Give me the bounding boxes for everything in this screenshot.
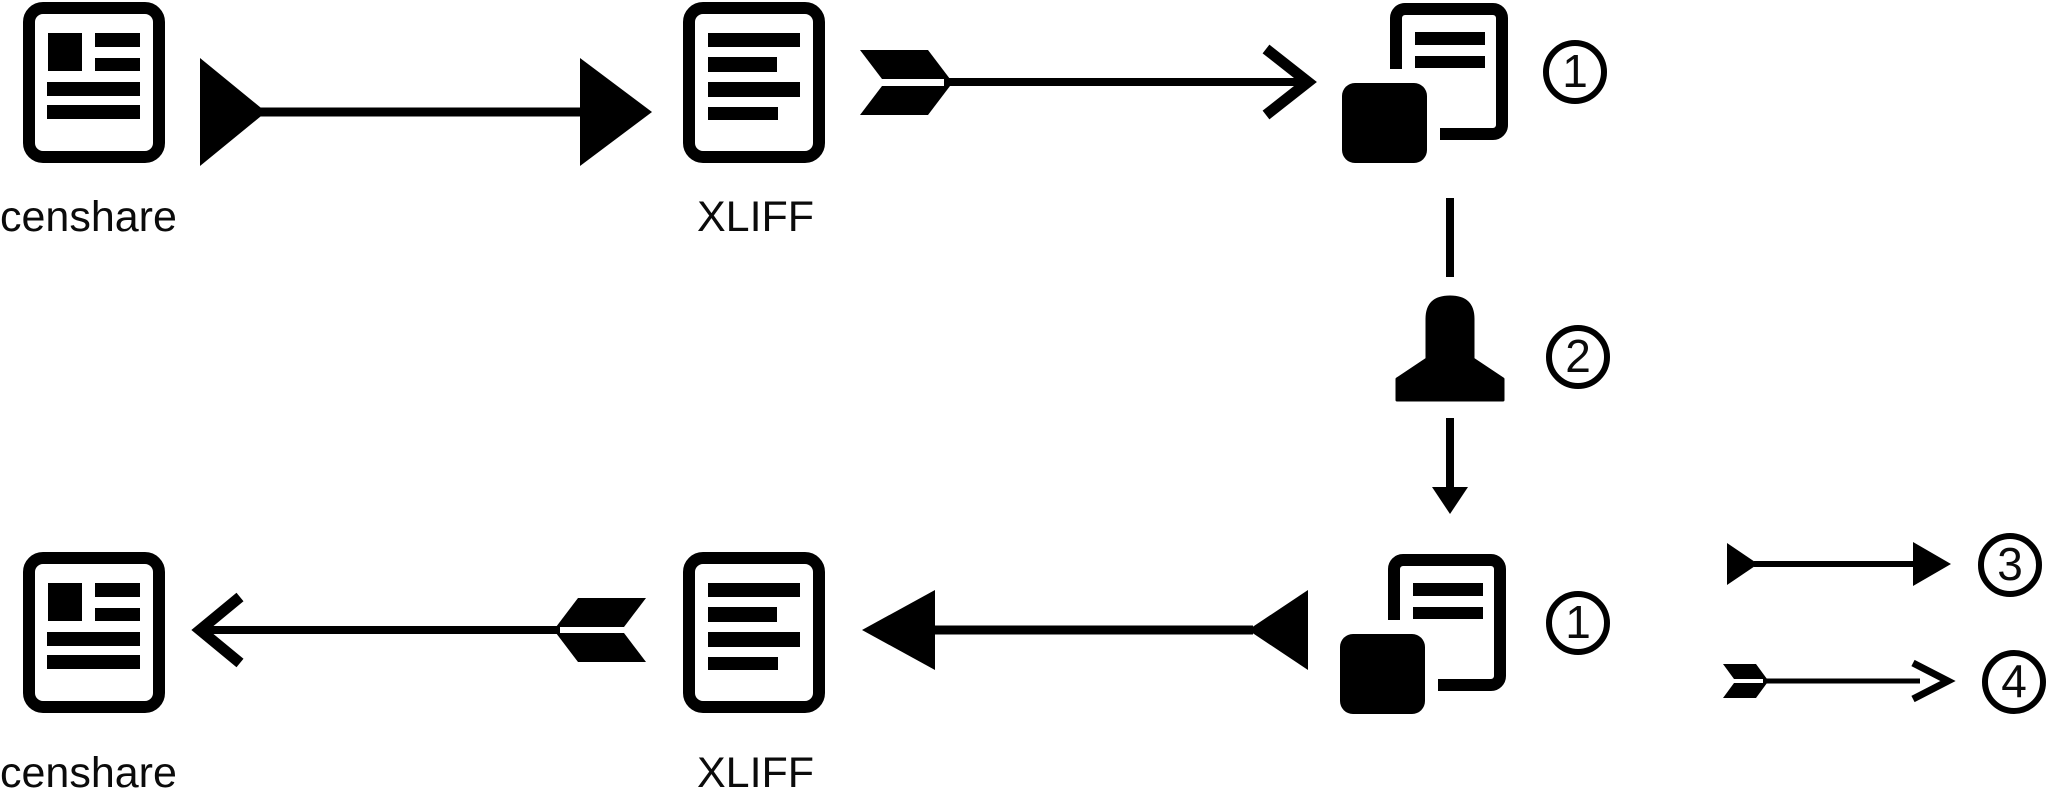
copied-document-icon <box>1328 9 1502 179</box>
step-badge-2: 2 <box>1546 325 1610 389</box>
copied-document-icon <box>1326 560 1500 730</box>
fletched-arrow-receive <box>191 592 646 668</box>
translator-person-icon <box>1395 295 1505 402</box>
censhare-label-bottom: censhare <box>0 749 177 797</box>
fletched-arrow-send <box>860 44 1317 120</box>
censhare-document-icon <box>29 8 159 157</box>
legend-badge-4: 4 <box>1982 650 2046 714</box>
step-badge-1-bottom: 1 <box>1546 591 1610 655</box>
down-arrow <box>1432 418 1468 514</box>
step-badge-1: 1 <box>1543 40 1607 104</box>
censhare-label-top: censhare <box>0 193 177 241</box>
xliff-document-icon <box>689 8 819 157</box>
xliff-label-top: XLIFF <box>697 193 815 241</box>
legend-fletched-arrow <box>1723 659 1956 703</box>
xliff-label-bottom: XLIFF <box>697 749 815 797</box>
xliff-document-icon <box>689 558 819 707</box>
solid-arrow-export <box>200 58 652 166</box>
censhare-document-icon <box>29 558 159 707</box>
legend-solid-arrow <box>1727 542 1951 586</box>
legend-badge-3: 3 <box>1978 533 2042 597</box>
solid-arrow-return <box>862 590 1308 670</box>
